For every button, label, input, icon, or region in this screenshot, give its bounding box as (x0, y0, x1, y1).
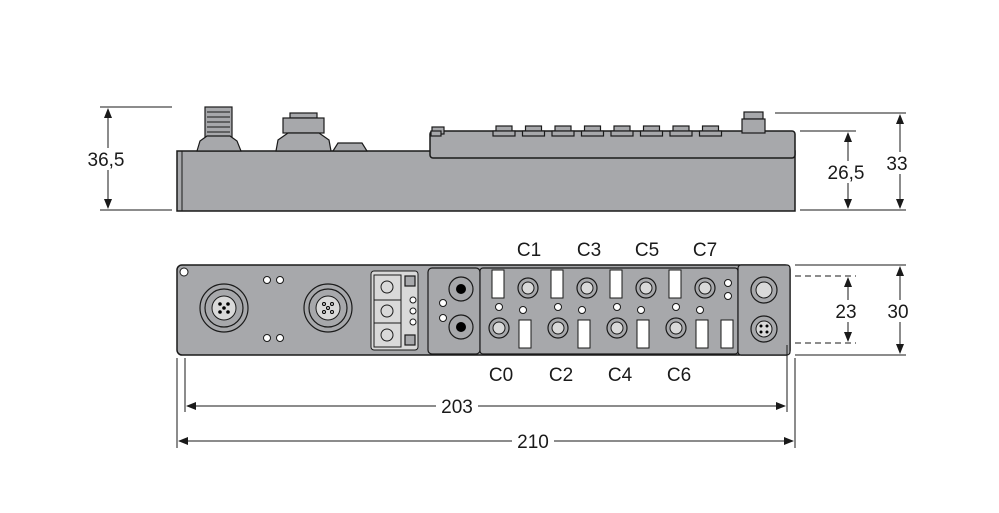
m8-socket-face (669, 321, 683, 335)
channel-label-c4: C4 (608, 365, 633, 386)
label-slot (577, 319, 591, 349)
label-slot (491, 269, 505, 299)
channel-connectors-side (492, 125, 723, 137)
m8-socket-face (492, 321, 506, 335)
channel-label-c7: C7 (693, 240, 717, 261)
mounting-hole-icon (179, 267, 189, 277)
m8-connector-right-side (741, 111, 766, 134)
m12-connector-female-side (275, 112, 332, 152)
channel-connector-side (672, 125, 690, 132)
m12-connector-male-side (196, 106, 242, 152)
led-icon (724, 292, 732, 300)
led-icon (696, 306, 704, 314)
dim-width-inner: 23 (835, 302, 856, 323)
io-channels (488, 269, 734, 349)
label-slot (668, 269, 682, 299)
label-slot (518, 319, 532, 349)
label-slot (720, 319, 734, 349)
housing-side (176, 150, 796, 212)
channel-label-c3: C3 (577, 240, 601, 261)
dim-height-total: 36,5 (88, 150, 125, 171)
channel-connector-base (521, 130, 546, 137)
m8-bus-connectors (737, 264, 791, 356)
dim-length-holes: 203 (441, 397, 473, 418)
dim-height-body: 26,5 (828, 163, 865, 184)
channel-connector-side (495, 125, 513, 132)
cover-side (331, 142, 369, 152)
m8-socket-face (521, 281, 535, 295)
led-icon (519, 306, 527, 314)
dim-width-outer: 30 (887, 302, 908, 323)
channel-connector-side (554, 125, 572, 132)
channel-connector-side (524, 125, 543, 132)
side-view: 36,5 26,5 33 (80, 106, 914, 212)
service-connectors (427, 267, 481, 355)
led-icon (637, 306, 645, 314)
channel-connector-base (639, 130, 664, 137)
channel-connector-base (580, 130, 605, 137)
channel-connector-base (492, 130, 516, 137)
led-icon (495, 303, 503, 311)
led-icon (613, 303, 621, 311)
m12-connector-out (303, 283, 353, 333)
label-slot (550, 269, 564, 299)
m12-connector-in (199, 283, 249, 333)
label-slot (695, 319, 709, 349)
label-slot (609, 269, 623, 299)
channel-connector-side (701, 125, 720, 132)
channel-connector-base (669, 130, 693, 137)
top-view: C1 C3 C5 C7 C0 C2 C4 C6 23 30 203 210 (176, 240, 914, 453)
dim-height-module: 33 (886, 154, 907, 175)
m8-socket-face (551, 321, 565, 335)
channel-label-c5: C5 (635, 240, 659, 261)
m8-socket-face (639, 281, 653, 295)
m8-connectors-side (430, 126, 445, 137)
channel-connector-side (583, 125, 602, 132)
led-icon (578, 306, 586, 314)
led-icon (672, 303, 680, 311)
channel-label-c1: C1 (517, 240, 541, 261)
label-slot (636, 319, 650, 349)
status-leds (263, 276, 284, 342)
m8-socket-face (698, 281, 712, 295)
m8-socket-face (610, 321, 624, 335)
rotary-switch-panel (370, 270, 419, 351)
m8-socket-face (580, 281, 594, 295)
channel-connector-side (642, 125, 661, 132)
dim-length-total: 210 (517, 432, 549, 453)
channel-label-c0: C0 (489, 365, 513, 386)
led-icon (554, 303, 562, 311)
channel-connector-side (613, 125, 631, 132)
led-icon (724, 279, 732, 287)
channel-label-c6: C6 (667, 365, 691, 386)
channel-label-c2: C2 (549, 365, 573, 386)
channel-connector-base (551, 130, 575, 137)
channel-connector-base (698, 130, 723, 137)
channel-connector-base (610, 130, 634, 137)
